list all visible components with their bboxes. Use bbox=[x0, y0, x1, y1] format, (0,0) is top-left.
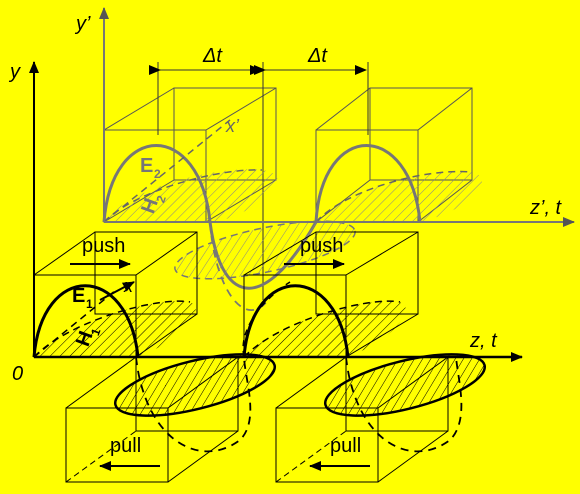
svg-text:1: 1 bbox=[88, 326, 104, 337]
x-prime-axis bbox=[103, 119, 231, 223]
svg-text:1: 1 bbox=[86, 297, 93, 311]
x-label: x bbox=[123, 276, 134, 296]
pull-label-1: pull bbox=[110, 435, 141, 457]
e2-label: E 2 bbox=[140, 155, 161, 181]
x-axis-dashed bbox=[33, 289, 117, 358]
e2-wave bbox=[102, 144, 422, 290]
h2-field-area bbox=[104, 169, 278, 222]
push-2: push bbox=[284, 235, 345, 269]
h1-field-area bbox=[34, 301, 196, 357]
h1-label: H 1 bbox=[72, 326, 104, 349]
h2-field-area-2 bbox=[316, 171, 482, 222]
h1-lower-ellipse-2 bbox=[323, 353, 487, 417]
h1-lower-ellipse-1 bbox=[113, 353, 277, 417]
push-label-2: push bbox=[300, 235, 343, 257]
svg-text:E: E bbox=[72, 285, 85, 307]
svg-text:2: 2 bbox=[153, 193, 169, 204]
y-label: y bbox=[8, 61, 21, 83]
h1-field-area-2 bbox=[244, 301, 406, 357]
pull-2: pull bbox=[309, 435, 370, 471]
pull-label-2: pull bbox=[330, 435, 361, 457]
origin-label: 0 bbox=[12, 363, 23, 385]
push-label-1: push bbox=[82, 235, 125, 257]
y-prime-label: y’ bbox=[74, 13, 91, 35]
pull-1: pull bbox=[99, 435, 160, 471]
svg-text:H: H bbox=[72, 328, 98, 349]
x-axis-arrow bbox=[99, 281, 135, 301]
delta-t-label-2: Δt bbox=[307, 45, 328, 67]
svg-text:H: H bbox=[137, 195, 163, 216]
push-1: push bbox=[70, 235, 131, 269]
delta-t-label-1: Δt bbox=[202, 45, 223, 67]
x-prime-label: x’ bbox=[225, 116, 240, 136]
e1-wave bbox=[32, 284, 350, 358]
z-t-label: z, t bbox=[469, 330, 498, 352]
svg-text:2: 2 bbox=[154, 167, 161, 181]
z-prime-t-label: z’, t bbox=[529, 197, 563, 219]
h2-label: H 2 bbox=[137, 193, 169, 216]
svg-text:E: E bbox=[140, 155, 153, 177]
e1-label: E 1 bbox=[72, 285, 93, 311]
